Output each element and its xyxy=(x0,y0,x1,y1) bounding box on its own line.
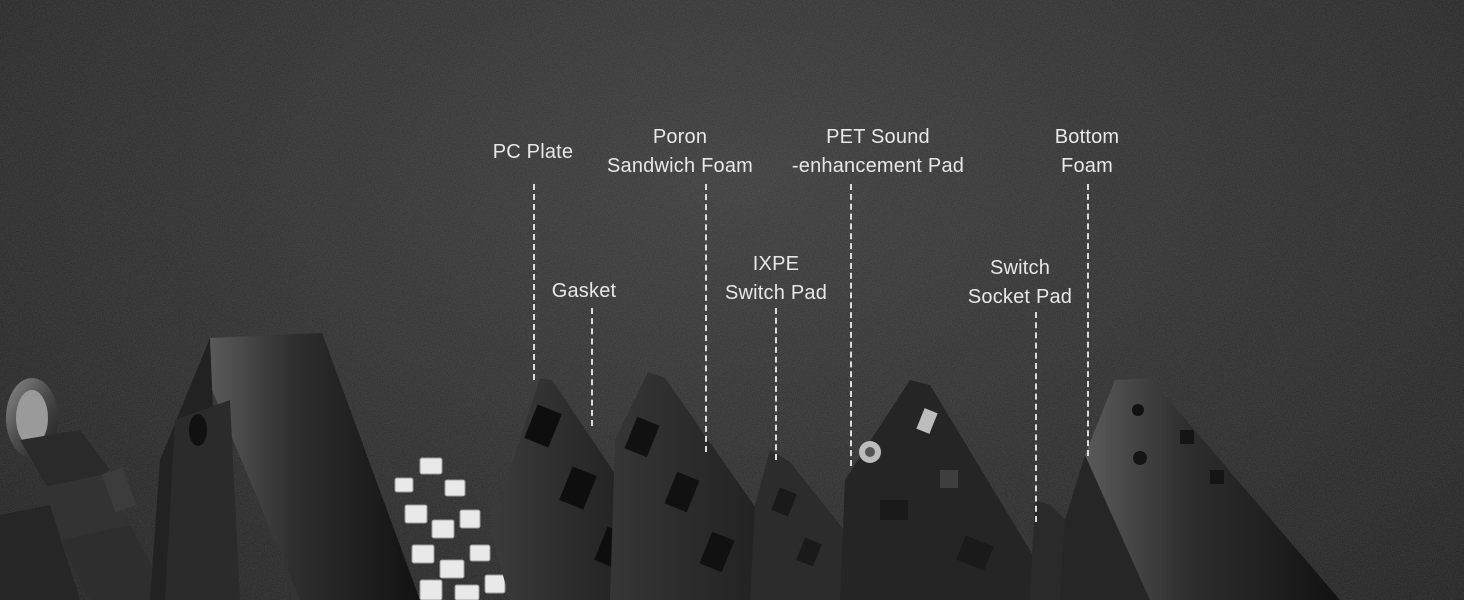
label-poron-line-1: Poron xyxy=(652,126,708,148)
label-ixpe-line-1: IXPE xyxy=(752,253,800,275)
leader-gasket xyxy=(591,308,593,426)
label-bottom-foam-line-2: Foam xyxy=(1061,155,1113,177)
label-bottom-foam: Bottom Foam xyxy=(1038,123,1136,181)
label-gasket: Gasket xyxy=(540,277,628,306)
label-gasket-line-1: Gasket xyxy=(551,280,617,302)
label-ixpe-switch-pad: IXPE Switch Pad xyxy=(718,250,834,308)
label-poron-sandwich-foam: Poron Sandwich Foam xyxy=(598,123,762,181)
label-pet-line-1: PET Sound xyxy=(826,126,930,148)
label-switch-socket-pad: Switch Socket Pad xyxy=(960,254,1080,312)
label-poron-line-2: Sandwich Foam xyxy=(607,155,753,177)
label-bottom-foam-line-1: Bottom xyxy=(1054,126,1120,148)
case-frame-graphic xyxy=(150,333,420,600)
leader-pc-plate xyxy=(533,184,535,380)
label-pc-plate: PC Plate xyxy=(476,138,590,167)
label-pet-line-2: -enhancement Pad xyxy=(791,155,965,177)
label-switch-socket-line-2: Socket Pad xyxy=(967,286,1073,308)
leader-poron xyxy=(705,184,707,452)
leader-pet xyxy=(850,184,852,466)
leader-bottom-foam xyxy=(1087,184,1089,456)
layer-plate-graphic xyxy=(490,372,1340,600)
switches-graphic xyxy=(394,457,506,600)
label-pet-sound-pad: PET Sound -enhancement Pad xyxy=(780,123,976,181)
label-switch-socket-line-1: Switch xyxy=(989,257,1051,279)
label-pc-plate-line-1: PC Plate xyxy=(492,141,574,163)
label-ixpe-line-2: Switch Pad xyxy=(724,282,828,304)
leader-ixpe xyxy=(775,308,777,460)
leader-switch-socket xyxy=(1035,312,1037,522)
keycaps-graphic xyxy=(0,378,170,600)
